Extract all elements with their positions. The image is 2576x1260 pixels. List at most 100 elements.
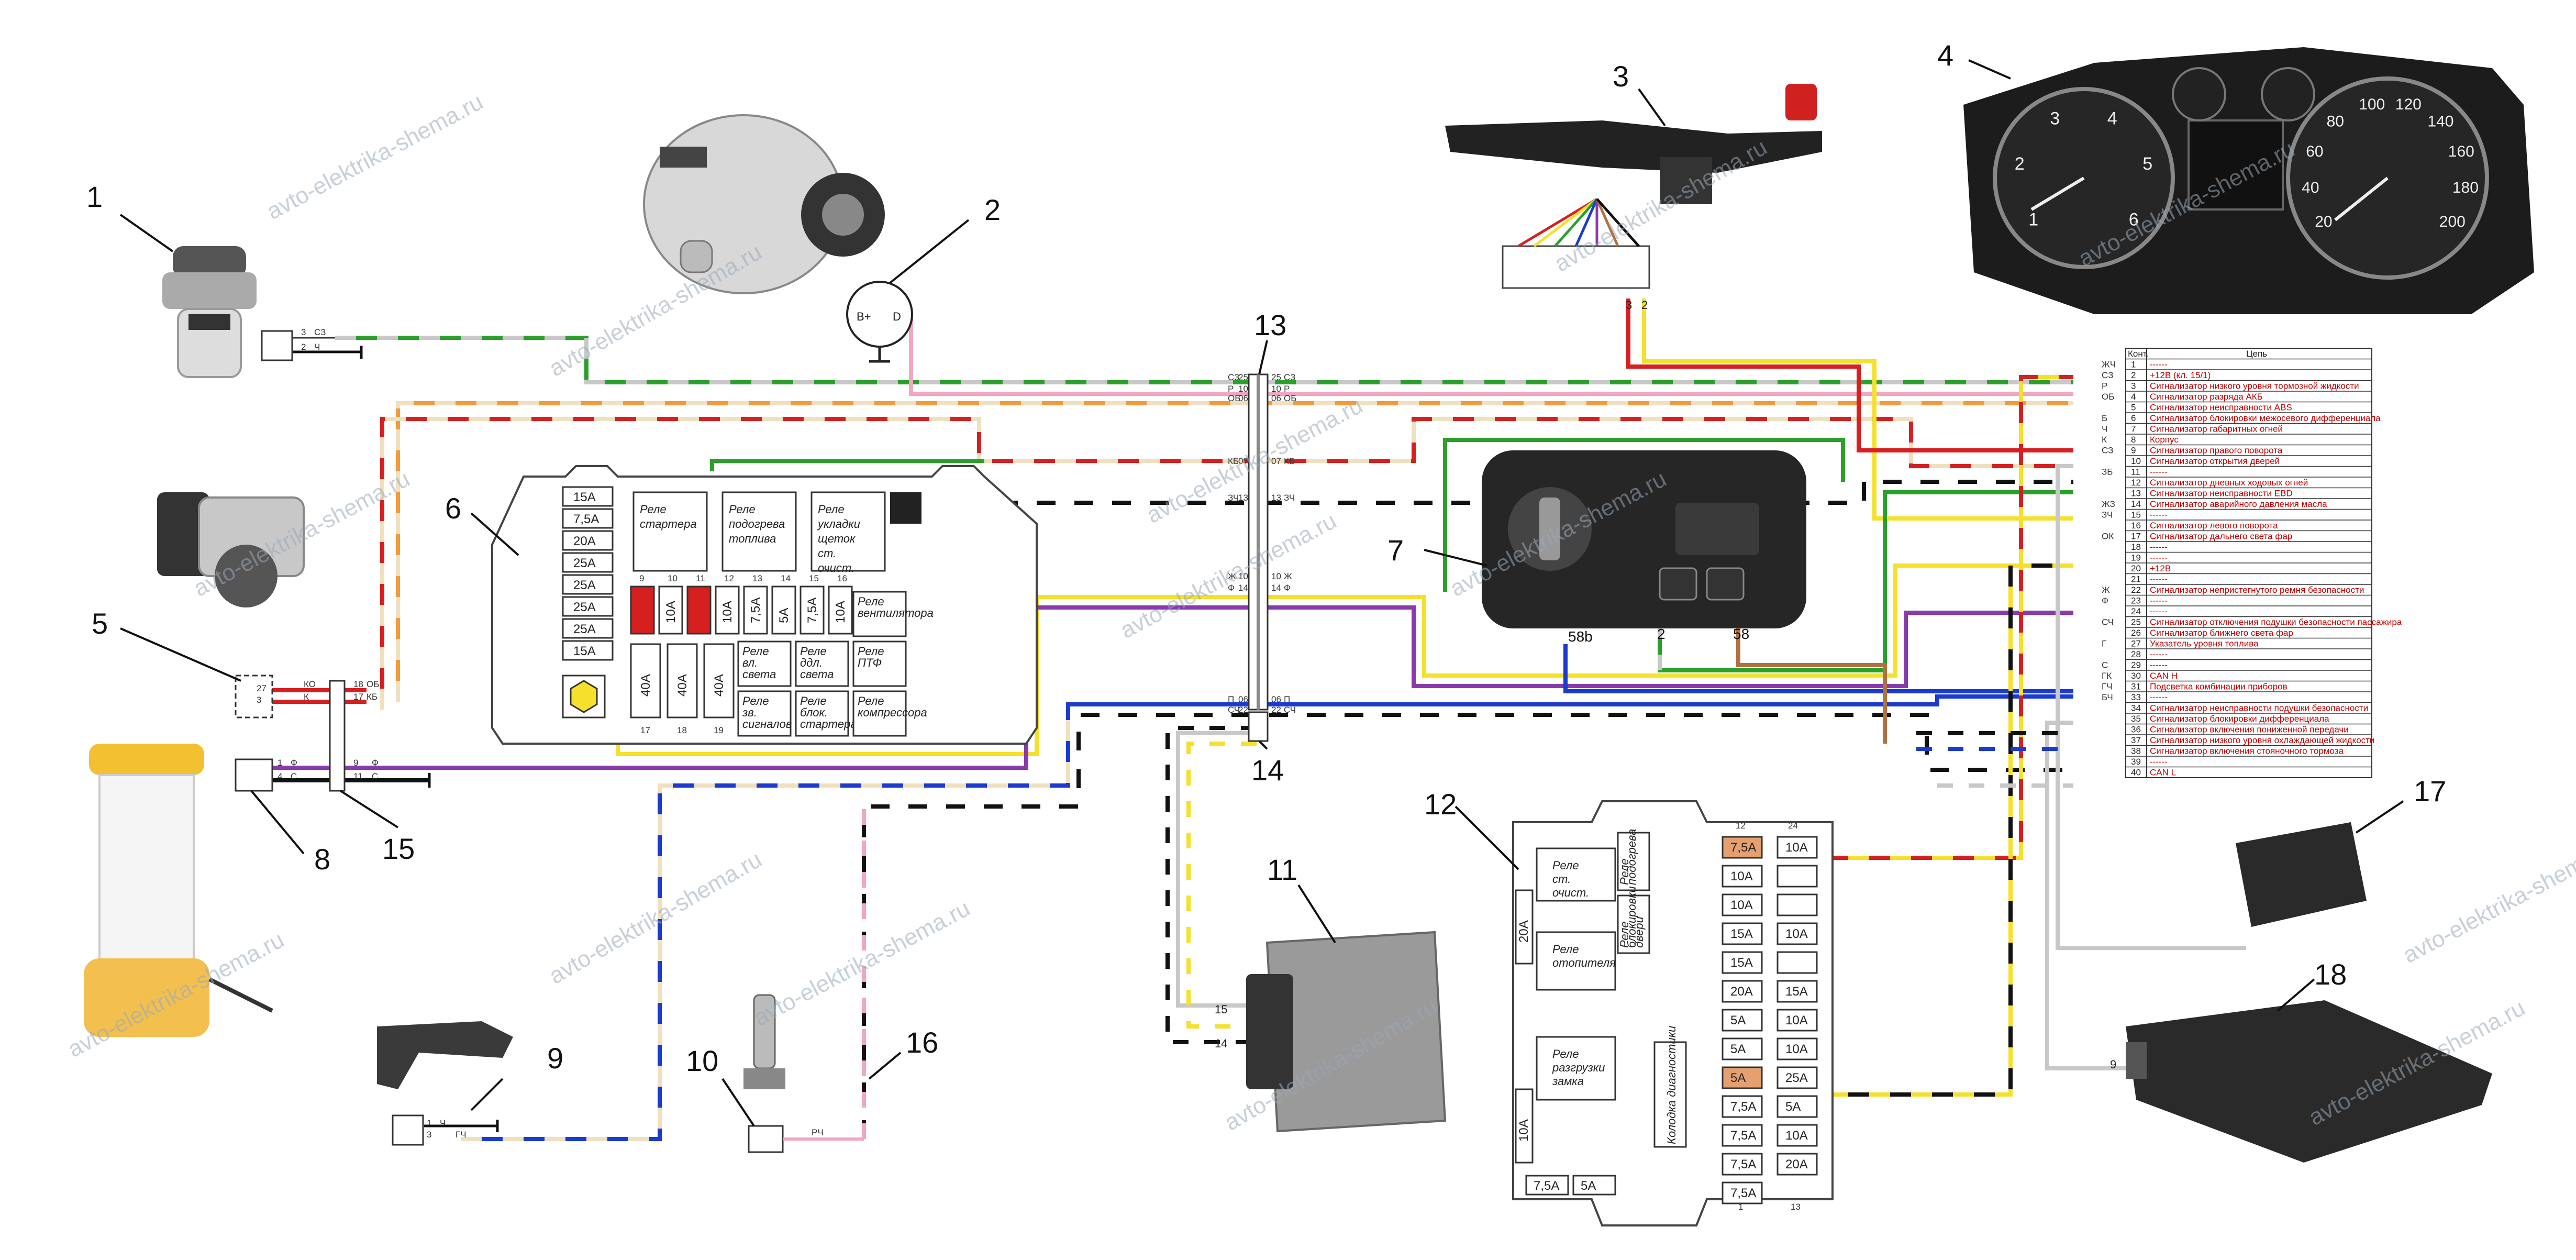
speed-sensor — [377, 1021, 513, 1089]
sensor10-wire: РЧ — [812, 1128, 824, 1137]
block12-side-fuse-1: 10A — [1517, 1119, 1531, 1142]
table-wire-code-22: Ф — [2102, 596, 2108, 606]
table-wire-code-30: ГЧ — [2102, 682, 2113, 692]
wire-blue-g-dash — [461, 704, 1070, 1141]
table-row-num-2: 2 — [2131, 370, 2136, 380]
block12-fuse-a-4: 15A — [1730, 956, 1753, 970]
block12-fuse-b-box-6 — [1776, 1009, 1818, 1032]
wire-bw-11 — [1165, 726, 1262, 1044]
block6-left-fuse-box-4 — [562, 574, 614, 595]
oil-pressure-sensor — [743, 994, 785, 1089]
wire-stalk-red — [1626, 299, 2073, 452]
light-switch — [1482, 450, 1806, 628]
brake-fluid-sensor — [162, 246, 257, 378]
table-row-num-3: 3 — [2131, 381, 2136, 391]
conn13-right-wire-2: ОБ — [1284, 393, 1296, 403]
block6-row-fuse-box-4 — [743, 585, 768, 635]
tach-label-5: 5 — [2142, 154, 2152, 174]
block6-big-fuse-num-0: 17 — [640, 725, 650, 735]
conn8-wire-f: Ф — [291, 758, 297, 768]
table-row-num-7: 7 — [2131, 424, 2136, 434]
switch-pin-2: 2 — [1657, 626, 1665, 642]
table-wire-code-6: Ч — [2102, 424, 2107, 434]
wire-12-yb-dash — [1764, 563, 2073, 1097]
table-wire-code-7: К — [2102, 435, 2107, 445]
conn8-out-11: 11 — [353, 771, 363, 781]
watermark-1: avto-elektrika-shema.ru — [545, 239, 767, 381]
block12-relay-box-3 — [1536, 931, 1616, 991]
connector-5: 27 3 КО К 18 17 ОБ КБ — [235, 675, 379, 719]
table-wire-code-16: ОК — [2102, 532, 2114, 541]
block12-bottom-fuse-0: 7,5A — [1534, 1179, 1559, 1193]
callout-2: 2 — [984, 193, 1001, 226]
block6-bottom-relay-1-w2: света — [800, 668, 834, 681]
block12-fuse-b-box-10 — [1776, 1124, 1818, 1147]
table-row-text-24: ------ — [2150, 606, 2168, 616]
block6-big-fuse-box-0 — [630, 643, 661, 719]
callout-7: 7 — [1387, 534, 1404, 567]
conn13-left-pin-2: 06 — [1238, 393, 1248, 403]
conn8-out-9: 9 — [353, 758, 358, 768]
wire-58b-blue — [1563, 644, 2073, 693]
block6-left-fuse-0: 15A — [573, 490, 596, 504]
conn13-right-wire-7: П — [1284, 694, 1290, 704]
table-wire-code-0: ЖЧ — [2102, 360, 2116, 370]
conn13-left-wire-0: СЗ — [1228, 372, 1239, 382]
block12-fuse-a-box-0 — [1722, 836, 1763, 859]
block12-fuse-b-box-3 — [1776, 922, 1818, 945]
table-row-num-33: 33 — [2131, 692, 2141, 702]
block12-fuse-b-10: 10A — [1785, 1129, 1808, 1143]
table-row-text-16: Сигнализатор левого поворота — [2150, 521, 2278, 530]
block6-top-relay-2-w3: ст. — [818, 547, 836, 560]
block6-big-fuse-0: 40A — [639, 674, 653, 697]
table-row-num-26: 26 — [2131, 628, 2141, 638]
block12-relay-2-w1: блокировки — [1625, 886, 1638, 948]
block12-fuse-b-7: 10A — [1785, 1042, 1808, 1056]
harness-connector-14 — [1248, 711, 1269, 742]
block6-left-fuse-box-1 — [562, 508, 614, 529]
block12-relay-4-w2: замка — [1552, 1075, 1584, 1088]
block6-bottom-relay-box-0 — [737, 640, 792, 687]
table-row-text-17: Сигнализатор дальнего света фар — [2150, 532, 2292, 541]
callout-10: 10 — [686, 1044, 718, 1077]
conn13-left-wire-1: Р — [1228, 384, 1234, 394]
table-row-num-29: 29 — [2131, 660, 2141, 670]
block6-left-fuse-2: 20A — [573, 534, 596, 548]
block12-fuse-b-box-8 — [1776, 1066, 1818, 1089]
block12-fuse-a-6: 5A — [1730, 1013, 1746, 1027]
block12-fuse-b-0: 10A — [1785, 841, 1808, 855]
block6-bottom-relay-6-w0: Реле — [858, 595, 884, 608]
block6-top-relay-2-w1: укладки — [817, 517, 860, 530]
sensor-10-symbol: РЧ — [748, 1125, 864, 1153]
conn13-right-wire-0: СЗ — [1284, 372, 1295, 382]
callout-9: 9 — [547, 1042, 563, 1075]
block6-row-num-7: 16 — [837, 573, 847, 583]
block6-row-fuse-box-7 — [828, 585, 853, 635]
block6-top-relay-2-w4: очист. — [818, 561, 854, 574]
conn5-out-18: 18 — [353, 679, 363, 689]
callout-18: 18 — [2314, 958, 2347, 991]
table-row-num-20: 20 — [2131, 563, 2141, 573]
conn13-right-wire-1: Р — [1284, 384, 1290, 394]
block6-row-num-1: 10 — [668, 573, 678, 583]
conn13-left-wire-4: ЗЧ — [1228, 493, 1239, 503]
block12-fuse-a-11: 7,5A — [1730, 1157, 1756, 1171]
table-row-text-27: Указатель уровня топлива — [2150, 639, 2259, 649]
conn5-pin-27: 27 — [257, 683, 267, 693]
wire-58-brown — [1736, 623, 1887, 744]
conn9-wire-gch: ГЧ — [456, 1130, 467, 1140]
table-row-num-37: 37 — [2131, 735, 2141, 745]
table-row-text-22: Сигнализатор непристегнутого ремня безоп… — [2150, 585, 2364, 595]
speedo-label-100: 100 — [2359, 96, 2385, 113]
alt-d: D — [893, 310, 901, 323]
table-head-contact: Конт. — [2128, 349, 2148, 359]
conn13-left-wire-2: ОБ — [1228, 393, 1240, 403]
callout-13: 13 — [1254, 308, 1286, 341]
table-row-num-38: 38 — [2131, 746, 2141, 756]
wire-sw7-green — [1443, 438, 1845, 592]
